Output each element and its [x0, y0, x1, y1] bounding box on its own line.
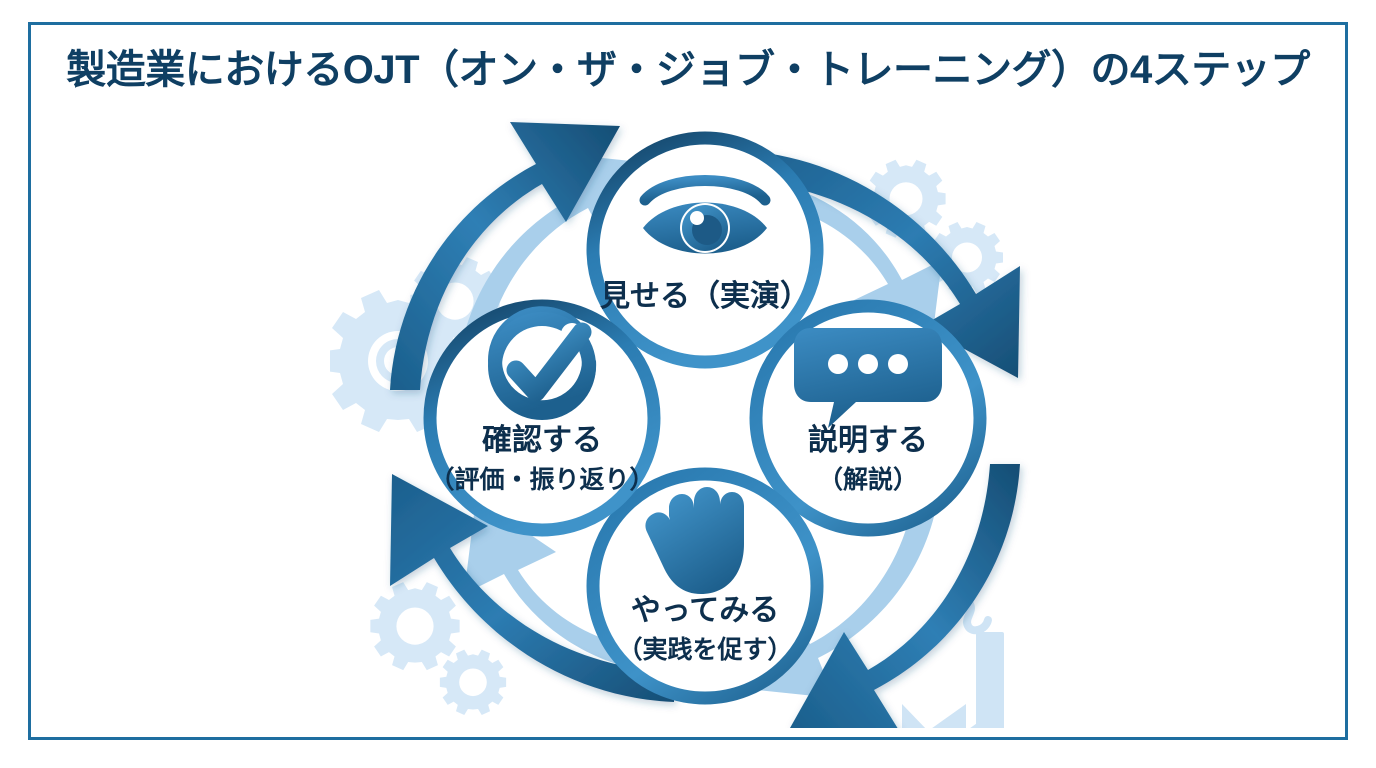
- step-label-left-line1: 確認する: [482, 423, 602, 457]
- arrow-left-to-top: [390, 122, 620, 390]
- speech-bubble-icon: [794, 328, 942, 428]
- gear-bottom-left-b: [439, 649, 507, 715]
- arrow-right-to-bottom: [790, 464, 1020, 732]
- step-label-bottom-line1: やってみる: [631, 594, 780, 627]
- hand-icon: [645, 487, 744, 594]
- step-label-bottom-line2: （実践を促す）: [617, 635, 792, 664]
- arrow-bottom-to-left: [390, 474, 674, 702]
- step-circle-left[interactable]: 確認する （評価・振り返り）: [423, 299, 661, 537]
- step-label-right-line2: （解説）: [818, 465, 918, 494]
- step-circle-bottom[interactable]: やってみる （実践を促す）: [586, 467, 824, 705]
- eye-icon: [639, 175, 771, 254]
- step-circle-top[interactable]: 見せる（実演）: [586, 131, 824, 369]
- page-title: 製造業におけるOJT（オン・ザ・ジョブ・トレーニング）の4ステップ: [66, 48, 1310, 92]
- arrow-top-to-right: [734, 150, 1020, 378]
- arrow-main-layer: [390, 122, 1020, 732]
- gear-bottom-left-a: [370, 582, 460, 671]
- check-circle-icon: [488, 306, 597, 420]
- step-circle-right[interactable]: 説明する （解説）: [749, 299, 987, 537]
- step-label-top-line1: 見せる（実演）: [600, 279, 810, 313]
- step-label-right-line1: 説明する: [808, 423, 928, 457]
- ojt-cycle-diagram: 見せる（実演） 説明する （解説） やってみる: [326, 118, 1090, 762]
- step-label-left-line2: （評価・振り返り）: [429, 465, 654, 494]
